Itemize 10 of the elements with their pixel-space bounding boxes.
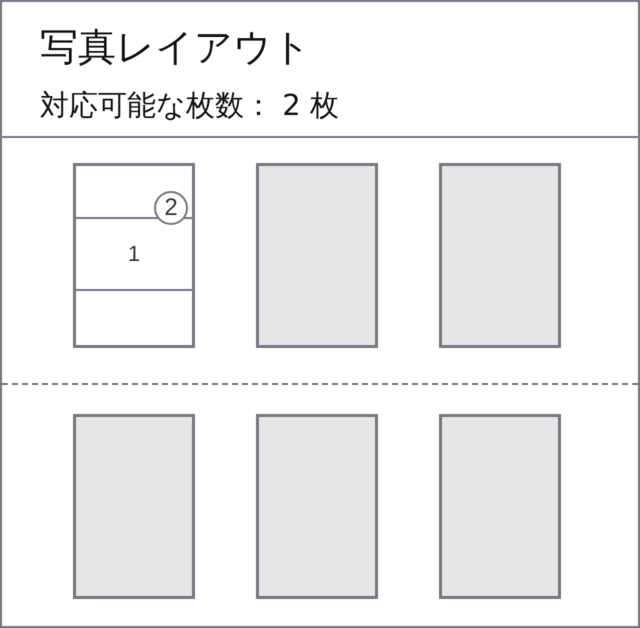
photo-placeholder bbox=[439, 163, 561, 348]
title: 写真レイアウト bbox=[40, 24, 311, 71]
label-text: 1 bbox=[128, 241, 140, 267]
photo-placeholder bbox=[256, 163, 378, 348]
photo-placeholder bbox=[73, 414, 195, 599]
subtitle: 対応可能な枚数： 2 枚 bbox=[40, 87, 339, 124]
photo-placeholder bbox=[256, 414, 378, 599]
circled-number: 2 bbox=[154, 191, 188, 225]
print-sheet bbox=[73, 163, 195, 348]
photo-placeholder bbox=[439, 414, 561, 599]
